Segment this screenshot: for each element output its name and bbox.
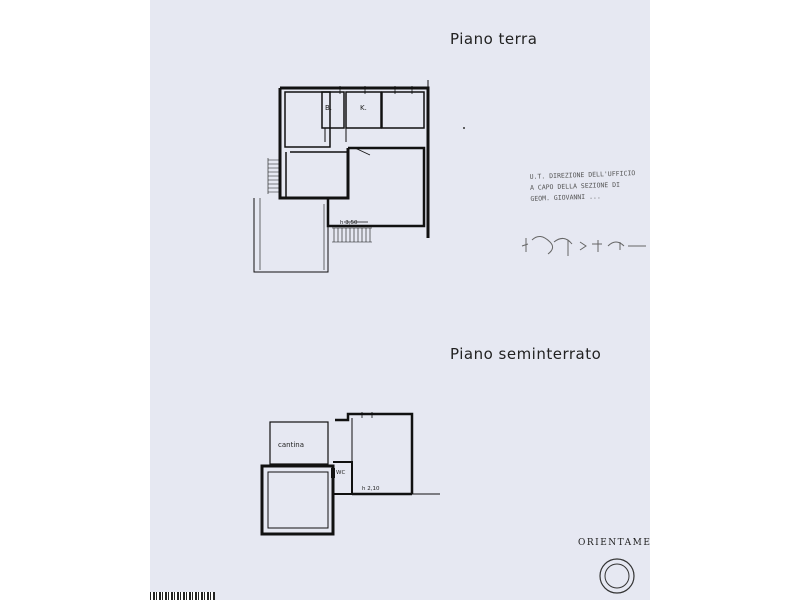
ground-floor-plan bbox=[253, 80, 430, 273]
signature bbox=[521, 236, 646, 256]
floor-plans-drawing: B. K. h 3,50 cantina WC h 2,10 bbox=[253, 80, 465, 536]
basement-plan bbox=[260, 412, 440, 536]
orientation-label: ORIENTAMEN bbox=[578, 538, 650, 548]
bath-label: B. bbox=[325, 104, 332, 112]
document-sheet: Piano terra Piano seminterrato bbox=[150, 0, 650, 600]
cellar-label: cantina bbox=[278, 441, 304, 449]
compass-icon bbox=[599, 558, 635, 594]
basement-title: Piano seminterrato bbox=[450, 345, 602, 363]
ground-dimension-label: h 3,50 bbox=[340, 220, 358, 226]
office-stamp: U.T. DIREZIONE DELL'UFFICIO A CAPO DELLA… bbox=[529, 168, 636, 205]
wc-label: WC bbox=[336, 470, 345, 476]
dot-mark bbox=[463, 127, 465, 129]
corridor-label: h 2,10 bbox=[362, 486, 380, 492]
ground-floor-title: Piano terra bbox=[450, 30, 538, 48]
barcode-strip bbox=[150, 592, 215, 600]
kitchen-label: K. bbox=[360, 104, 367, 112]
